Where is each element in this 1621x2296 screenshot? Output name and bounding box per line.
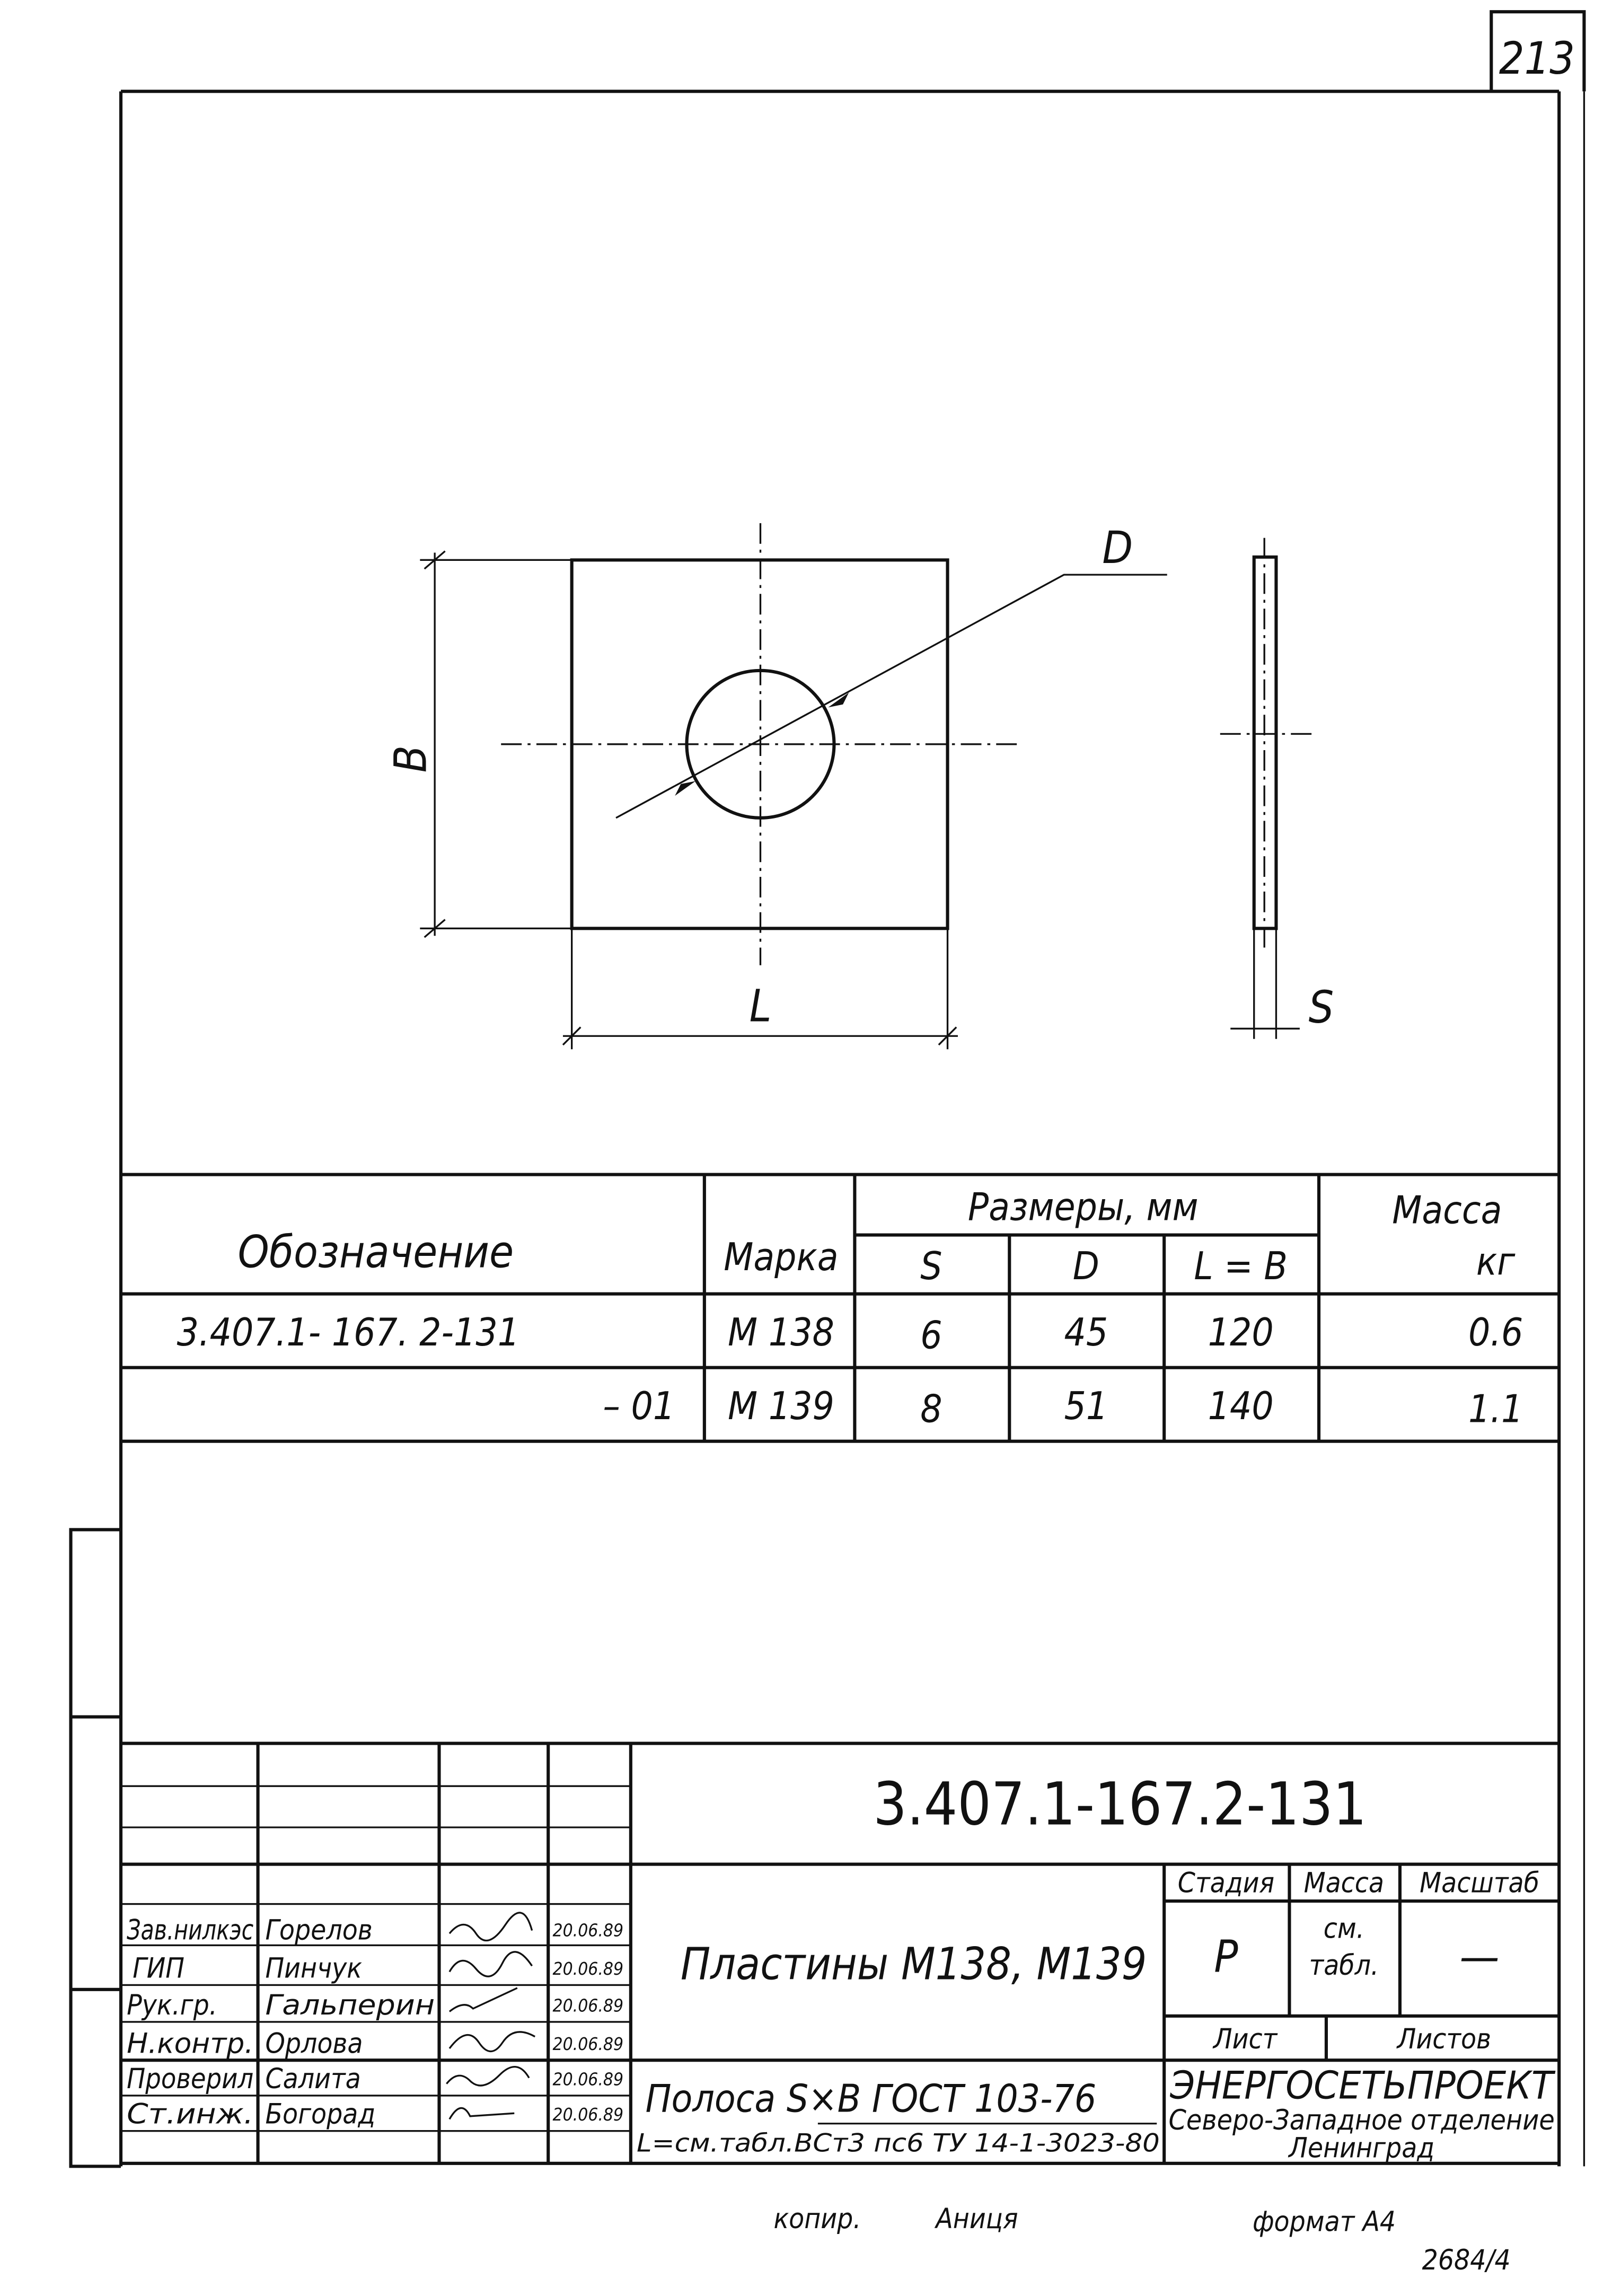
role: Рук.гр.: [127, 1989, 217, 2021]
organization-branch: Северо-Западное отделение: [1169, 2104, 1555, 2136]
header-mass: Масса: [1392, 1188, 1502, 1233]
cell-d: 45: [1064, 1310, 1108, 1355]
signature-row: Проверил Салита 20.06.89: [127, 2063, 623, 2095]
dimension-label-s: S: [1309, 982, 1334, 1033]
sheets-label: Листов: [1396, 2023, 1491, 2055]
copied-by: Аниця: [934, 2203, 1018, 2235]
date: 20.06.89: [553, 1920, 624, 1941]
role: Проверил: [127, 2063, 253, 2095]
organization-city: Ленинград: [1288, 2132, 1434, 2165]
archive-number: 2684/4: [1422, 2244, 1511, 2276]
role: Зав.нилкэс: [127, 1914, 253, 1946]
cell-mass: 1.1: [1468, 1387, 1523, 1432]
dimension-label-b: B: [385, 745, 436, 772]
cell-s: 8: [920, 1387, 942, 1432]
name: Салита: [265, 2063, 360, 2095]
signature-row: ГИП Пинчук 20.06.89: [133, 1951, 624, 1985]
role: Ст.инж.: [127, 2098, 253, 2131]
cell-d: 51: [1064, 1384, 1108, 1429]
table-row: – 01 М 139 8 51 140 1.1: [603, 1384, 1523, 1432]
date: 20.06.89: [553, 2104, 624, 2125]
sheet-frame: [119, 10, 1586, 2167]
copied-label: копир.: [774, 2203, 861, 2235]
dimension-l: [562, 928, 958, 1050]
dimension-label-l: L: [750, 980, 772, 1032]
cell-s: 6: [920, 1314, 942, 1358]
cell-mark: М 138: [728, 1310, 834, 1355]
name: Гальперин: [265, 1989, 435, 2021]
cell-mark: М 139: [728, 1384, 834, 1429]
mass-label: Масса: [1304, 1867, 1384, 1899]
spec-table-grid: [121, 1173, 1560, 1443]
name: Пинчук: [265, 1952, 362, 1985]
cell-lb: 120: [1208, 1310, 1274, 1355]
cell-designation: – 01: [603, 1384, 675, 1429]
material-line2: L=см.табл.ВСт3 пс6 ТУ 14-1-3023-80: [637, 2129, 1160, 2158]
sheet-label: Лист: [1212, 2023, 1278, 2055]
mass-value-line2: табл.: [1309, 1949, 1379, 1982]
plate-front-view: [501, 523, 1167, 965]
dimension-b: [420, 550, 572, 938]
title-block-grid: [121, 1741, 1560, 2163]
date: 20.06.89: [553, 2034, 624, 2054]
header-d: D: [1073, 1244, 1099, 1289]
role: ГИП: [133, 1952, 184, 1985]
sheet-number: 213: [1499, 33, 1575, 84]
signature-row: Ст.инж. Богорад 20.06.89: [127, 2098, 623, 2131]
name: Богорад: [265, 2098, 375, 2131]
signature-mark: [448, 1912, 533, 1942]
dimension-label-d: D: [1102, 522, 1133, 574]
material-line1: Полоса S×B ГОСТ 103-76: [646, 2077, 1097, 2122]
name: Горелов: [265, 1914, 372, 1946]
scale-value: —: [1460, 1931, 1500, 1982]
scale-label: Масштаб: [1420, 1867, 1539, 1899]
header-dimensions: Размеры, мм: [968, 1185, 1199, 1230]
cell-lb: 140: [1208, 1384, 1274, 1429]
header-s: S: [920, 1244, 942, 1289]
spec-table-header: Обозначение Марка Размеры, мм S D L = B …: [238, 1185, 1516, 1289]
paper-format: формат А4: [1253, 2206, 1396, 2238]
header-lb: L = B: [1194, 1244, 1288, 1289]
signature-row: Зав.нилкэс Горелов 20.06.89: [127, 1912, 624, 1946]
binding-strip: [69, 1528, 121, 2168]
cell-designation: 3.407.1- 167. 2-131: [177, 1310, 519, 1355]
name: Орлова: [265, 2027, 363, 2060]
table-row: 3.407.1- 167. 2-131 М 138 6 45 120 0.6: [177, 1310, 1523, 1358]
header-designation: Обозначение: [238, 1227, 514, 1278]
role: Н.контр.: [127, 2027, 253, 2060]
organization-name: ЭНЕРГОСЕТЬПРОЕКТ: [1169, 2064, 1555, 2108]
stage-label: Стадия: [1178, 1867, 1274, 1899]
document-number: 3.407.1-167.2-131: [873, 1770, 1367, 1838]
stage-value: Р: [1214, 1931, 1238, 1982]
plate-side-view: [1220, 538, 1312, 1039]
cell-mass: 0.6: [1468, 1310, 1523, 1355]
header-mass-unit: кг: [1476, 1240, 1516, 1285]
date: 20.06.89: [553, 1995, 624, 2016]
drawing-title: Пластины М138, М139: [681, 1938, 1147, 1990]
signature-row: Рук.гр. Гальперин 20.06.89: [127, 1987, 624, 2021]
date: 20.06.89: [553, 1958, 624, 1979]
signature-row: Н.контр. Орлова 20.06.89: [127, 2027, 623, 2060]
date: 20.06.89: [553, 2069, 624, 2089]
header-mark: Марка: [724, 1235, 838, 1280]
mass-value-line1: см.: [1324, 1912, 1364, 1945]
